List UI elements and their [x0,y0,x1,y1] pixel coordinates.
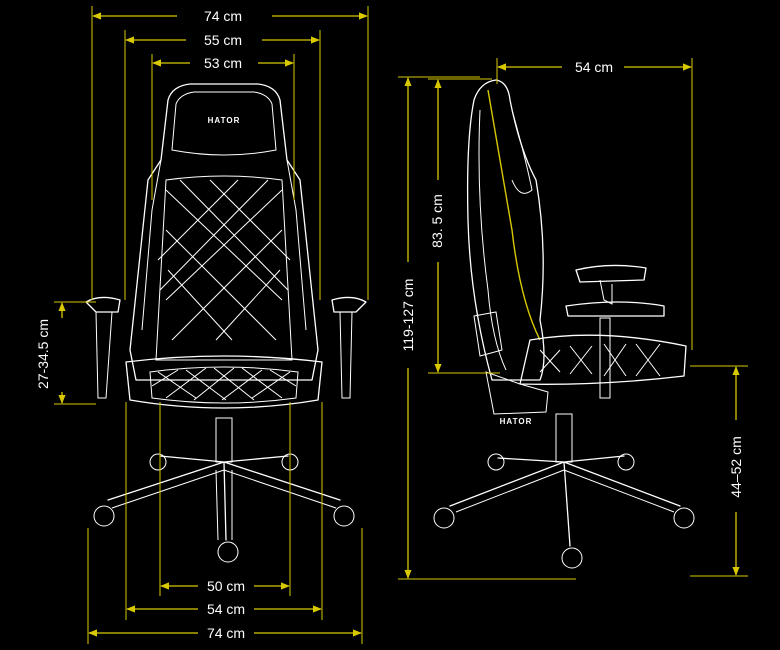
label-seat-height: 44–52 cm [728,436,744,497]
dim-front-bottom-inner [159,402,291,596]
dim-front-bottom-outer [87,528,363,644]
front-brand-logo: HATOR [208,116,241,125]
front-star-base [93,453,355,563]
dim-seat-height [690,365,748,577]
side-brand-logo: HATOR [500,417,533,426]
dim-front-top-middle [124,30,321,300]
dim-front-top-inner [151,54,295,200]
diamond-quilting [157,179,291,341]
label-front-bottom-inner: 50 cm [207,578,245,594]
front-chair-drawing: HATOR [85,83,367,563]
dim-front-bottom-middle [125,402,323,620]
label-front-top-middle: 55 cm [204,32,242,48]
label-backrest-height: 83. 5 cm [429,194,445,248]
label-armrest-height: 27-34.5 cm [35,319,51,389]
dim-backrest-height [428,78,500,374]
dim-armrest-height [54,301,96,405]
label-front-bottom-outer: 74 cm [207,625,245,641]
label-front-top-inner: 53 cm [204,55,242,71]
label-total-height: 119-127 cm [400,279,416,352]
dim-side-depth [496,58,693,350]
side-star-base [433,453,695,569]
side-chair-drawing: HATOR [433,79,695,569]
dim-total-height [398,76,576,580]
label-front-bottom-middle: 54 cm [207,601,245,617]
label-front-top-outer: 74 cm [204,8,242,24]
label-side-depth: 54 cm [575,59,613,75]
dim-front-top-outer [91,6,369,300]
